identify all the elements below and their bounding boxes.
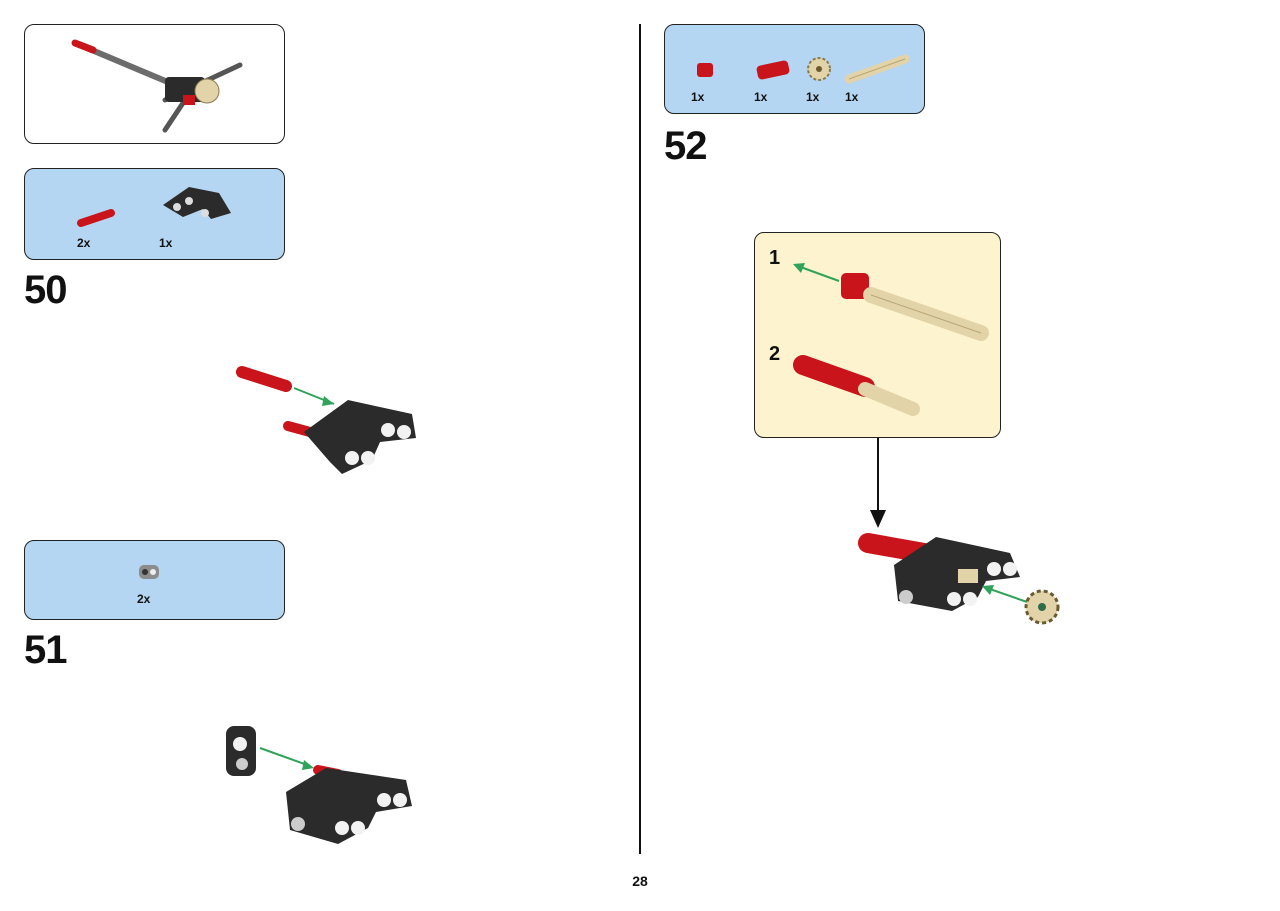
black-beam-frame-icon [163,187,231,219]
red-bush-icon [697,63,713,77]
step-52-part-3-qty: 1x [806,90,820,104]
step-52-part-4-qty: 1x [845,90,859,104]
step-52-part-2-qty: 1x [754,90,768,104]
step-52-illustration [858,533,1060,625]
step-51-parts-box: 2x [24,540,285,620]
tan-axle-icon [844,54,910,84]
substep-1-illustration [793,263,989,341]
step-51-part-1-qty: 2x [137,592,151,606]
step-51-number: 51 [24,628,67,672]
page-number: 28 [632,873,648,889]
substep-2-illustration [793,355,920,416]
step-50-part-1-qty: 2x [77,236,91,250]
step-50-number: 50 [24,268,67,312]
callout-pointer-arrow [870,438,886,528]
substep-2-number: 2 [769,343,781,365]
step-51-illustration [226,726,412,844]
step-52-subassembly-callout: 1 2 [754,232,1001,438]
step-50-parts-box: 2x 1x [24,168,285,260]
step-52-parts-box: 1x 1x 1x 1x [664,24,925,114]
substep-1-number: 1 [769,247,781,269]
step-52-part-1-qty: 1x [691,90,705,104]
step-50-illustration [236,366,416,474]
step-52-number: 52 [664,124,707,168]
tan-gear-icon [807,57,831,81]
red-axle-connector-icon [756,60,790,80]
previous-result-callout [24,24,285,144]
page-divider [639,24,641,854]
previous-assembly-illustration [71,39,243,133]
step-50-part-2-qty: 1x [159,236,173,250]
gray-pin-connector-icon [139,565,159,579]
red-axle-pin-icon [77,209,115,227]
